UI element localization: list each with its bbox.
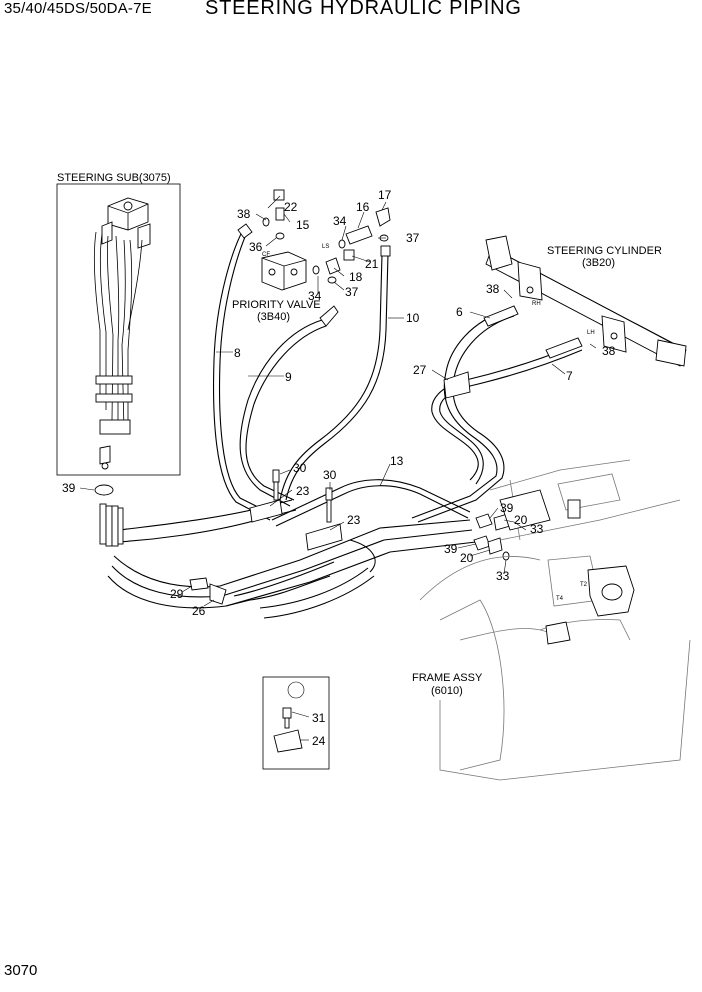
callout-29: 29: [170, 587, 184, 601]
callout-39: 39: [62, 481, 76, 495]
parts-29-26: [189, 577, 227, 605]
priority-valve-ref: (3B40): [257, 311, 290, 323]
callout-7: 7: [566, 369, 573, 383]
steering-cylinder-ref: (3B20): [582, 257, 615, 269]
steering-cylinder-label: STEERING CYLINDER: [547, 245, 662, 257]
callout-8: 8: [234, 346, 241, 360]
callout-20: 20: [460, 551, 474, 565]
callout-24: 24: [312, 734, 326, 748]
callout-26: 26: [192, 604, 206, 618]
callout-23: 23: [347, 513, 361, 527]
callout-39: 39: [500, 501, 514, 515]
hose-6-7: [411, 305, 583, 523]
lh-port-label: LH: [587, 330, 595, 336]
hose-10: [279, 245, 391, 501]
bolts-30: [272, 469, 333, 523]
callout-38: 38: [237, 207, 251, 221]
callout-18: 18: [349, 270, 363, 284]
clamps-23: [249, 499, 343, 551]
callout-13: 13: [390, 454, 404, 468]
callout-34: 34: [333, 214, 347, 228]
t4-port-label: T4: [556, 596, 564, 602]
callouts: 22 38 15 16 17 34 37 36 21 18 34 37 8 9 …: [62, 188, 616, 748]
pipe-bundle: [107, 499, 477, 619]
rh-port-label: RH: [532, 301, 541, 307]
ls-port-label: LS: [322, 244, 329, 250]
callout-33: 33: [496, 569, 510, 583]
steering-unit-icon: [101, 197, 151, 249]
page-number: 3070: [4, 962, 38, 979]
steering-sub-hoses: [93, 231, 143, 470]
callout-37: 37: [406, 231, 420, 245]
callout-31: 31: [312, 711, 326, 725]
callout-36: 36: [249, 240, 263, 254]
t2-port-label: T2: [580, 582, 588, 588]
callout-33: 33: [530, 522, 544, 536]
model-number: 35/40/45DS/50DA-7E: [4, 0, 152, 17]
priority-valve-label: PRIORITY VALVE: [232, 299, 321, 311]
hose-9: [239, 305, 339, 507]
callout-30: 30: [293, 461, 307, 475]
steering-sub-label: STEERING SUB(3075): [57, 172, 171, 184]
callout-20: 20: [514, 513, 528, 527]
callout-23: 23: [296, 484, 310, 498]
cf-port-label: CF: [262, 252, 270, 258]
callout-34: 34: [308, 289, 322, 303]
steering-cylinder: STEERING CYLINDER (3B20) RH LH: [485, 235, 687, 367]
callout-10: 10: [406, 311, 420, 325]
callout-38: 38: [486, 282, 500, 296]
callout-17: 17: [378, 188, 392, 202]
tank-fittings: [473, 513, 516, 561]
callout-16: 16: [356, 200, 370, 214]
callout-22: 22: [284, 200, 298, 214]
hose-8: [212, 223, 273, 521]
leader-lines: [79, 195, 597, 741]
page-title: STEERING HYDRAULIC PIPING: [205, 0, 522, 19]
callout-6: 6: [456, 305, 463, 319]
callout-9: 9: [285, 370, 292, 384]
callout-30: 30: [323, 468, 337, 482]
frame-assy-ref: (6010): [431, 685, 463, 697]
clip-inset: [262, 676, 330, 770]
callout-39: 39: [444, 542, 458, 556]
callout-37: 37: [345, 285, 359, 299]
callout-27: 27: [413, 363, 427, 377]
frame-assy-label: FRAME ASSY: [412, 672, 483, 684]
priority-valve: PRIORITY VALVE (3B40) CF LS: [232, 244, 329, 323]
callout-38: 38: [602, 344, 616, 358]
pipe-13: [271, 479, 471, 527]
callout-15: 15: [296, 218, 310, 232]
valve-fittings: [262, 189, 391, 284]
bundle-fittings: [94, 484, 124, 547]
frame-assy: FRAME ASSY (6010) T2 T4: [412, 459, 691, 781]
steering-sub-inset: STEERING SUB(3075): [56, 172, 181, 476]
callout-21: 21: [365, 257, 379, 271]
